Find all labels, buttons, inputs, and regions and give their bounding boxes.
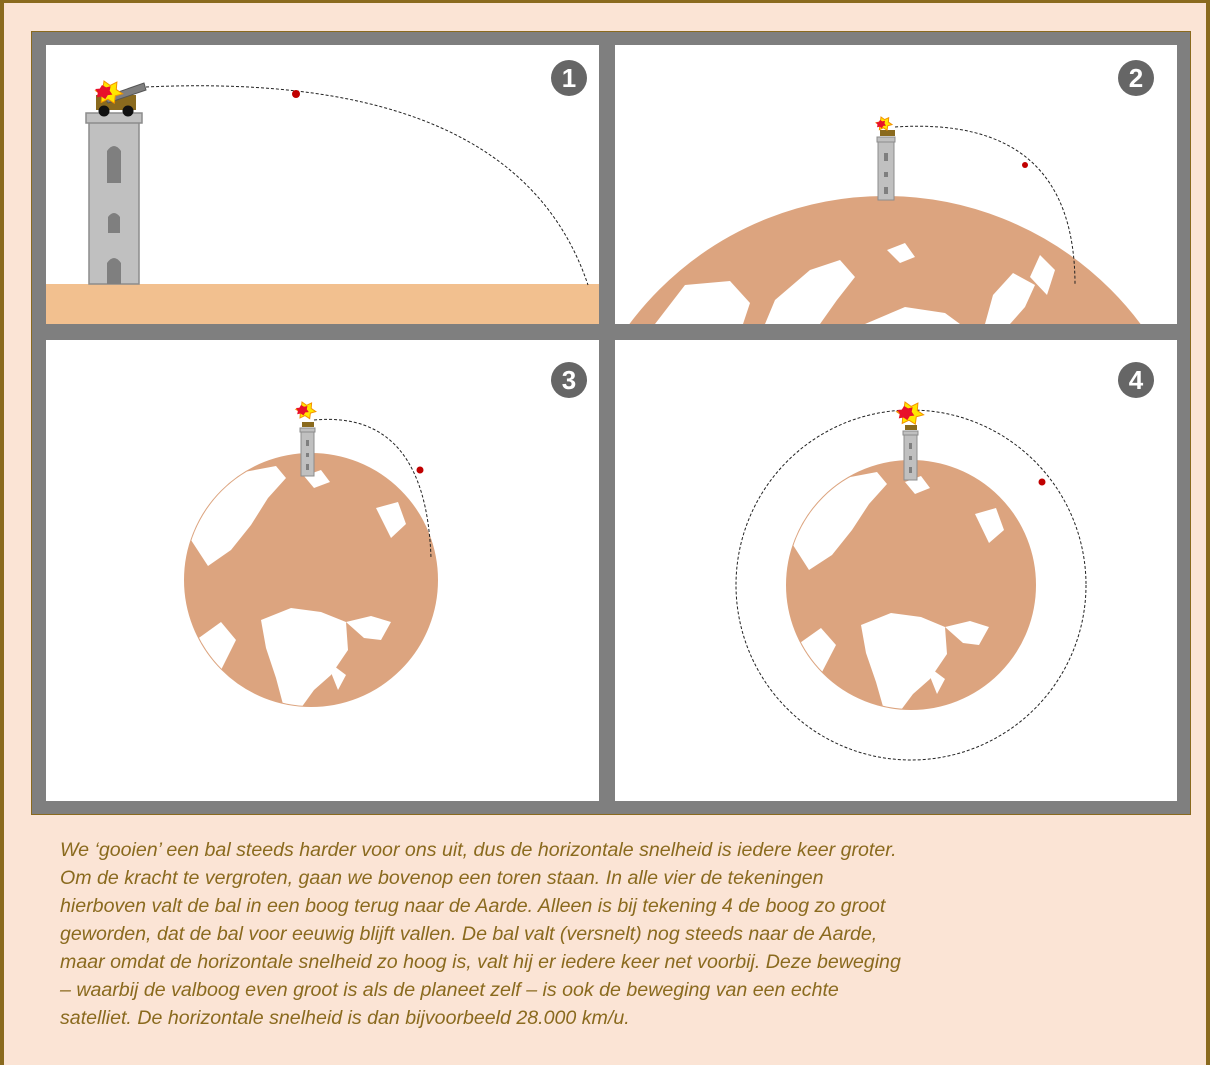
caption: We ‘gooien’ een bal steeds harder voor o… xyxy=(60,836,1200,1032)
panel-number-badge xyxy=(1118,362,1154,398)
cannon xyxy=(302,422,314,427)
tower xyxy=(299,427,316,477)
tower xyxy=(902,430,919,481)
caption-line: maar omdat de horizontale snelheid zo ho… xyxy=(60,951,901,973)
ground xyxy=(46,284,599,324)
panel-4: 4 xyxy=(615,340,1177,801)
tower xyxy=(85,112,143,285)
caption-line: Om de kracht te vergroten, gaan we boven… xyxy=(60,867,824,889)
trajectory-arc xyxy=(894,125,1076,286)
caption-line: hierboven valt de bal in een boog terug … xyxy=(60,895,886,917)
trajectory-arc xyxy=(145,85,589,286)
ball xyxy=(1038,478,1046,486)
caption-line: geworden, dat de bal voor eeuwig blijft … xyxy=(60,923,878,945)
cannon xyxy=(905,425,917,430)
panel-number-badge xyxy=(551,362,587,398)
panel-2: 2 xyxy=(615,45,1177,324)
panel-number-badge xyxy=(1118,60,1154,96)
ball xyxy=(416,466,424,474)
illustration-frame: 1 xyxy=(31,31,1191,815)
panel-number-badge xyxy=(551,60,587,96)
ball xyxy=(292,90,300,98)
caption-line: – waarbij de valboog even groot is als d… xyxy=(60,979,839,1001)
earth xyxy=(184,453,438,707)
cannon xyxy=(880,130,895,136)
orbit-path xyxy=(735,409,1087,761)
panel-3: 3 xyxy=(46,340,599,801)
ball xyxy=(1022,162,1028,168)
tower xyxy=(876,136,896,201)
earth xyxy=(629,196,1141,324)
panel-number: 3 xyxy=(562,365,576,395)
caption-line: We ‘gooien’ een bal steeds harder voor o… xyxy=(60,839,897,861)
caption-line: satelliet. De horizontale snelheid is da… xyxy=(60,1007,630,1029)
panel-number: 1 xyxy=(562,63,576,93)
panel-1: 1 xyxy=(46,45,599,324)
panel-number: 4 xyxy=(1129,365,1144,395)
earth xyxy=(786,460,1036,710)
panel-number: 2 xyxy=(1129,63,1143,93)
trajectory-arc xyxy=(313,418,432,559)
